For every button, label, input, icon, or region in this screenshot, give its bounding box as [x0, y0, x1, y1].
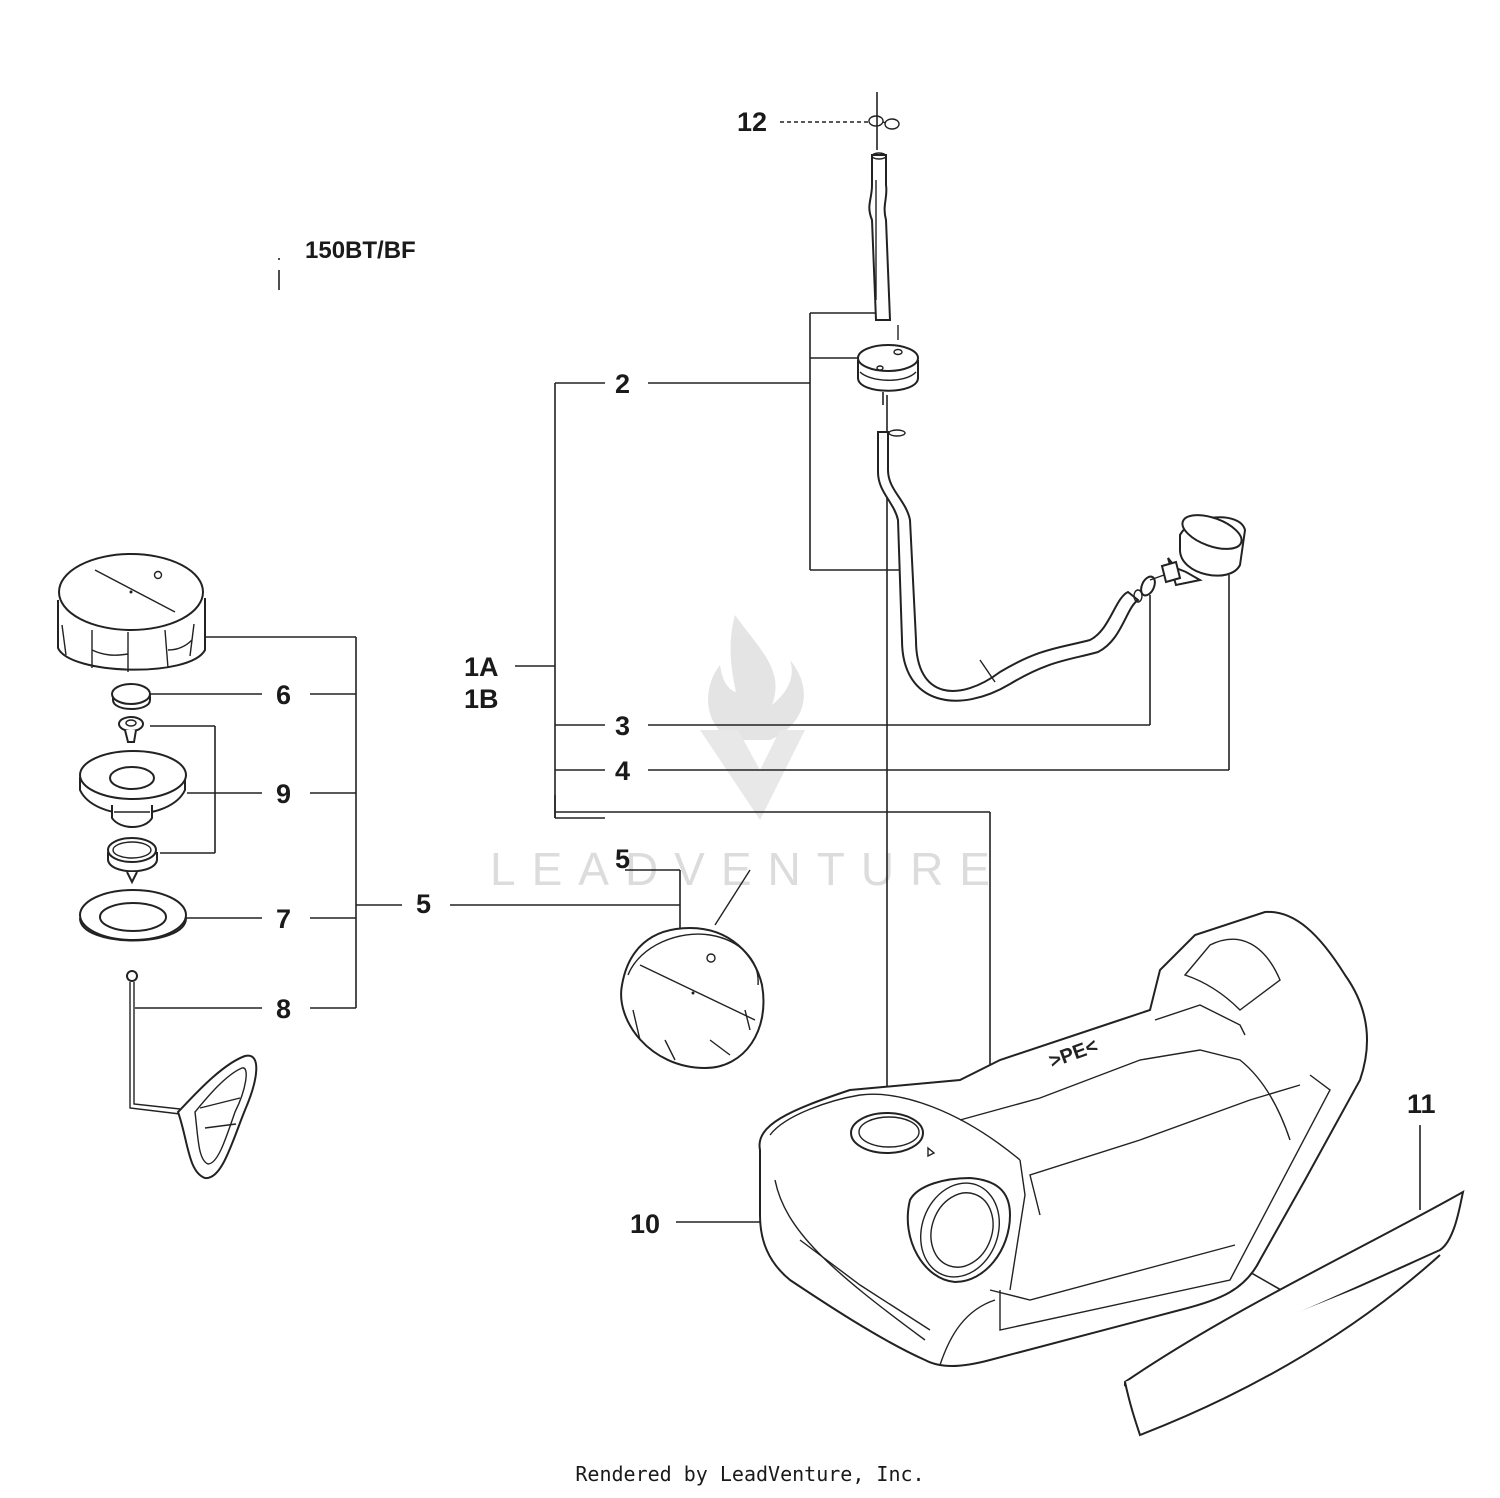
footer-credit: Rendered by LeadVenture, Inc.	[575, 1462, 925, 1486]
watermark-text: LEADVENTURE	[490, 843, 1006, 895]
callout-1a: 1A	[464, 652, 499, 682]
flame-logo-icon	[708, 615, 804, 740]
callout-7: 7	[276, 904, 291, 934]
v-logo-icon	[700, 730, 805, 820]
callout-12: 12	[737, 107, 767, 137]
callout-4: 4	[615, 756, 630, 786]
cap-strap-part	[126, 970, 258, 1179]
cap-seal-part	[111, 683, 151, 710]
callout-8: 8	[276, 994, 291, 1024]
callout-5-upper: 5	[615, 844, 630, 874]
grommet-part	[857, 325, 919, 392]
callout-2: 2	[615, 369, 630, 399]
hose-clip-part	[868, 115, 900, 130]
callout-3: 3	[615, 711, 630, 741]
tank-decal-part	[1124, 1190, 1465, 1437]
fuel-hose-part	[877, 429, 1140, 702]
watermark: LEADVENTURE	[490, 615, 1006, 895]
fuel-cap-part	[57, 553, 206, 672]
callout-11: 11	[1407, 1089, 1436, 1119]
callout-6: 6	[276, 680, 291, 710]
alt-fuel-cap-part	[620, 869, 765, 1070]
tank-gasket-part	[79, 889, 187, 942]
model-label: 150BT/BF	[305, 237, 416, 264]
vent-hose-part	[868, 152, 892, 321]
fuel-filter-part	[1149, 514, 1247, 587]
fuel-tank-part: >PE<	[758, 910, 1369, 1367]
leader-lines	[135, 92, 1421, 1299]
vent-valve-part	[118, 716, 144, 743]
cap-cup-part	[107, 837, 158, 885]
callout-5-left: 5	[416, 889, 431, 919]
hose-clamp-part	[1133, 575, 1156, 603]
callout-9: 9	[276, 779, 291, 809]
callout-1b: 1B	[464, 684, 499, 714]
callout-10: 10	[630, 1209, 660, 1239]
cap-ring-part	[79, 750, 187, 828]
